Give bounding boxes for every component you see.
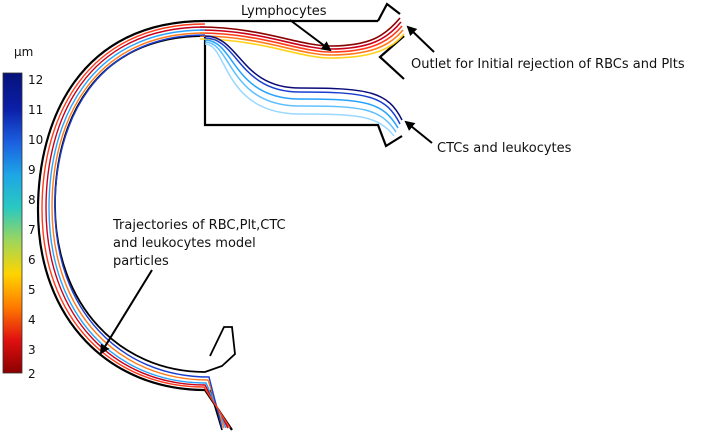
annotation-arrows <box>99 19 435 355</box>
trajectory-lymphocyte <box>199 29 404 56</box>
arrow-lymphocytes <box>289 19 332 52</box>
trajectory-ctc <box>204 35 403 121</box>
colorbar-tick: 10 <box>28 133 43 147</box>
trajectory-arc <box>41 23 231 429</box>
colorbar-tick: 11 <box>28 103 43 117</box>
trajectories-lower <box>204 35 403 137</box>
trajectory-arc <box>45 26 229 429</box>
colorbar-gradient <box>2 72 23 374</box>
channel-walls <box>36 2 405 431</box>
arrow-ctcs <box>404 120 433 144</box>
outer-wall <box>36 19 378 431</box>
colorbar-tick: 9 <box>28 163 36 177</box>
colorbar-tick: 2 <box>28 367 36 381</box>
trajectory-leukocyte <box>204 43 395 137</box>
trajectory-leukocyte <box>204 39 399 129</box>
trajectory-ctc <box>204 37 401 125</box>
label-lymphocytes: Lymphocytes <box>241 4 327 19</box>
colorbar-unit: µm <box>14 45 33 59</box>
colorbar-tick: 7 <box>28 223 36 237</box>
colorbar-tick: 3 <box>28 343 36 357</box>
colorbar: µm 12 11 10 9 8 7 6 5 4 3 2 <box>2 45 43 381</box>
colorbar-tick: 4 <box>28 313 36 327</box>
upper-outlet-wall <box>377 2 401 22</box>
colorbar-tick: 6 <box>28 253 36 267</box>
colorbar-tick: 12 <box>28 73 43 87</box>
arrow-outlet <box>406 25 435 53</box>
trajectory-lymphocyte <box>199 33 405 59</box>
trajectories-arc <box>41 23 231 429</box>
label-trajectories-line3: particles <box>113 254 169 269</box>
trajectory-leukocyte <box>204 41 397 133</box>
trajectory-arc <box>48 29 227 429</box>
trajectory-arc <box>54 34 223 429</box>
colorbar-ticks: 12 11 10 9 8 7 6 5 4 3 2 <box>28 73 43 381</box>
label-outlet: Outlet for Initial rejection of RBCs and… <box>411 57 685 72</box>
label-trajectories-line1: Trajectories of RBC,Plt,CTC <box>112 218 286 233</box>
annotation-labels: Lymphocytes Outlet for Initial rejection… <box>112 4 685 269</box>
label-trajectories-line2: and leukocytes model <box>113 236 256 251</box>
trajectory-plt <box>199 25 403 53</box>
trajectory-rbc <box>199 21 402 50</box>
inner-wall-box <box>203 36 403 148</box>
colorbar-tick: 5 <box>28 283 36 297</box>
outlet-divider <box>378 35 405 80</box>
label-ctcs: CTCs and leukocytes <box>437 141 572 156</box>
colorbar-tick: 8 <box>28 193 36 207</box>
trajectory-arc <box>51 32 225 429</box>
arrow-trajectories <box>99 269 153 355</box>
